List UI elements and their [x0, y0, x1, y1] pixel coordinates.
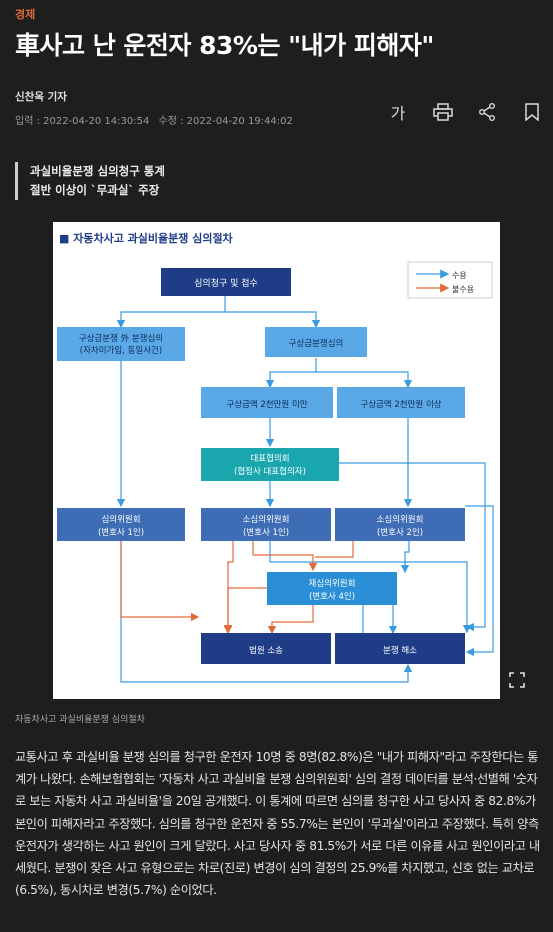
accept-connectors: [116, 296, 494, 683]
svg-text:구상금액 2천만원 미만: 구상금액 2천만원 미만: [226, 399, 307, 410]
svg-text:대표협의회: 대표협의회: [250, 453, 289, 464]
node-over: 구상금액 2천만원 이상: [337, 387, 465, 418]
share-button[interactable]: [474, 100, 500, 124]
node-sub1: 소심의위원회 (변호사 1인): [201, 508, 331, 541]
procedure-diagram: ■ 자동차사고 과실비율분쟁 심의절차 수용 불수용: [53, 222, 500, 699]
svg-text:구상금분쟁 外 분쟁심의: 구상금분쟁 外 분쟁심의: [79, 333, 163, 344]
article-toolbar: 가: [385, 100, 545, 124]
svg-text:구상금분쟁심의: 구상금분쟁심의: [289, 338, 344, 349]
node-committee: 심의위원회 (변호사 1인): [57, 508, 185, 541]
svg-text:법원 소송: 법원 소송: [249, 645, 283, 656]
node-exception: 구상금분쟁 外 분쟁심의 (자차미가입, 동일사건): [57, 327, 185, 361]
font-size-icon: 가: [390, 104, 406, 123]
subtitle-line: 과실비율분쟁 심의청구 통계: [30, 164, 165, 178]
print-button[interactable]: [430, 100, 456, 124]
legend-accept: 수용: [452, 271, 467, 280]
subtitle-line: 절반 이상이 `무과실` 주장: [30, 183, 160, 197]
font-size-button[interactable]: 가: [385, 100, 411, 124]
section-label[interactable]: 경제: [15, 8, 36, 21]
article-subtitle: 과실비율분쟁 심의청구 통계 절반 이상이 `무과실` 주장: [15, 162, 165, 200]
article-title: 車사고 난 운전자 83%는 "내가 피해자": [15, 31, 434, 60]
svg-text:(협정사 대표협의자): (협정사 대표협의자): [234, 466, 306, 477]
article-body: 교통사고 후 과실비율 분쟁 심의를 청구한 운전자 10명 중 8명(82.8…: [15, 750, 540, 898]
bookmark-button[interactable]: [519, 100, 545, 124]
image-caption: 자동차사고 과실비율분쟁 심의절차: [15, 715, 145, 725]
node-claim: 심의청구 및 접수: [161, 268, 291, 296]
svg-text:분쟁 해소: 분쟁 해소: [383, 645, 417, 656]
svg-text:소심의위원회: 소심의위원회: [377, 514, 424, 525]
svg-text:(변호사 1인): (변호사 1인): [98, 527, 144, 538]
reject-connectors: [120, 541, 354, 635]
bookmark-icon: [525, 103, 539, 121]
node-reexam: 재심의위원회 (변호사 4인): [267, 572, 397, 605]
svg-text:(변호사 2인): (변호사 2인): [377, 527, 423, 538]
published-date: 입력 : 2022-04-20 14:30:54: [15, 116, 150, 127]
modified-date: 수정 : 2022-04-20 19:44:02: [158, 116, 293, 127]
svg-text:(변호사 4인): (변호사 4인): [309, 591, 355, 602]
article-dates: 입력 : 2022-04-20 14:30:54 수정 : 2022-04-20…: [15, 112, 299, 127]
share-icon: [479, 103, 496, 121]
expand-icon: [509, 672, 525, 688]
diagram-title: ■ 자동차사고 과실비율분쟁 심의절차: [59, 231, 234, 245]
svg-text:구상금액 2천만원 이상: 구상금액 2천만원 이상: [360, 399, 441, 410]
diagram-legend: 수용 불수용: [407, 261, 493, 299]
svg-text:소심의위원회: 소심의위원회: [243, 514, 290, 525]
node-rep-council: 대표협의회 (협정사 대표협의자): [201, 448, 339, 481]
legend-reject: 불수용: [452, 284, 474, 294]
node-sub2: 소심의위원회 (변호사 2인): [335, 508, 465, 541]
svg-text:(변호사 1인): (변호사 1인): [243, 527, 289, 538]
print-icon: [432, 103, 453, 121]
svg-text:재심의위원회: 재심의위원회: [309, 578, 356, 589]
node-resolved: 분쟁 해소: [335, 633, 465, 664]
svg-text:심의청구 및 접수: 심의청구 및 접수: [194, 277, 258, 289]
diagram-canvas: ■ 자동차사고 과실비율분쟁 심의절차 수용 불수용: [57, 231, 494, 683]
author-name[interactable]: 신찬옥 기자: [15, 91, 67, 103]
expand-image-button[interactable]: [505, 668, 529, 692]
svg-text:심의위원회: 심의위원회: [101, 514, 140, 525]
node-recourse: 구상금분쟁심의: [265, 327, 367, 357]
node-court: 법원 소송: [201, 633, 331, 664]
node-under: 구상금액 2천만원 미만: [201, 387, 333, 418]
svg-text:(자차미가입, 동일사건): (자차미가입, 동일사건): [80, 345, 162, 356]
